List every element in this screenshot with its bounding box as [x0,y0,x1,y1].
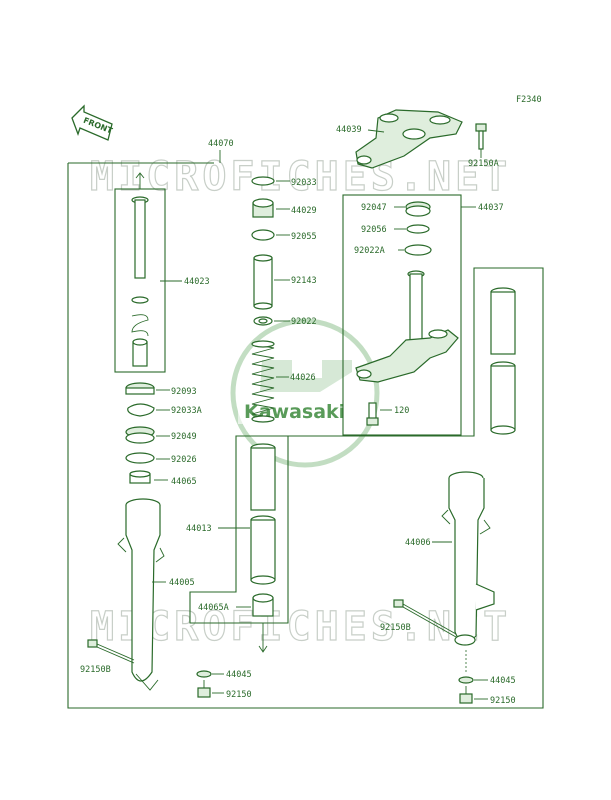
label-92150-left: 92150 [226,690,252,700]
label-44070: 44070 [208,139,234,149]
part-92093-dust-seal [125,382,155,395]
part-92150B-bolt-left [87,639,135,664]
label-92026: 92026 [171,455,197,465]
part-92047-bearing [405,201,431,217]
label-44065: 44065 [171,477,197,487]
label-92033: 92033 [291,178,317,188]
label-92047: 92047 [361,203,387,213]
part-steering-stem [355,270,459,383]
label-92022A: 92022A [354,246,385,256]
watermark-top: MICROFICHES.NET [90,154,511,200]
part-92022A-washer [404,244,432,256]
part-44029-plug [252,198,274,218]
part-44045-washer-left [196,670,212,678]
label-92150A: 92150A [468,159,499,169]
part-92049-oil-seal [125,426,155,444]
label-44026: 44026 [290,373,316,383]
part-92055-o-ring [251,229,275,241]
part-92056-seal [406,224,430,234]
label-92033A: 92033A [171,406,202,416]
label-120: 120 [394,406,409,416]
part-44065-bushing [129,470,151,484]
label-92055: 92055 [291,232,317,242]
figure-code: F2340 [516,95,542,105]
assembly-box-44013 [189,435,289,624]
front-arrow-icon: FRONT [71,104,114,141]
part-120-bolt [366,402,379,426]
part-44045-washer-right [458,676,474,684]
part-44006-outer-tube-right [441,471,495,646]
label-44045-right: 44045 [490,676,516,686]
part-92033-circlip [251,176,275,186]
label-92049: 92049 [171,432,197,442]
label-92150B-right: 92150B [380,623,411,633]
part-92150A-bolt [475,123,487,150]
label-44037: 44037 [478,203,504,213]
part-44023-damper-rod [131,196,149,367]
part-44039-stem-head [355,109,463,169]
part-92150-bolt-right [459,686,473,704]
part-44005-outer-tube-left [117,498,165,691]
part-92150-bolt-left [197,680,211,698]
label-44013: 44013 [186,524,212,534]
label-92150B-left: 92150B [80,665,111,675]
part-44065A-bushing [252,593,274,617]
part-44026-spring [251,340,275,423]
label-92143: 92143 [291,276,317,286]
label-92150-right: 92150 [490,696,516,706]
part-92022-washer [253,316,273,326]
part-92143-spacer [253,254,273,310]
label-92056: 92056 [361,225,387,235]
label-44005: 44005 [169,578,195,588]
label-44029: 44029 [291,206,317,216]
label-44045-left: 44045 [226,670,252,680]
part-92150B-bolt-right [393,599,457,638]
assembly-box-44037 [342,194,462,436]
label-44023: 44023 [184,277,210,287]
label-44039: 44039 [336,125,362,135]
part-92033A-circlip [127,403,155,417]
label-44006: 44006 [405,538,431,548]
part-right-inner-tube [490,287,516,435]
assembly-box-44070 [67,163,544,709]
label-92093: 92093 [171,387,197,397]
label-92022: 92022 [291,317,317,327]
label-44065A: 44065A [198,603,229,613]
part-92026-washer [125,452,155,464]
part-44013-inner-tube [250,443,276,585]
